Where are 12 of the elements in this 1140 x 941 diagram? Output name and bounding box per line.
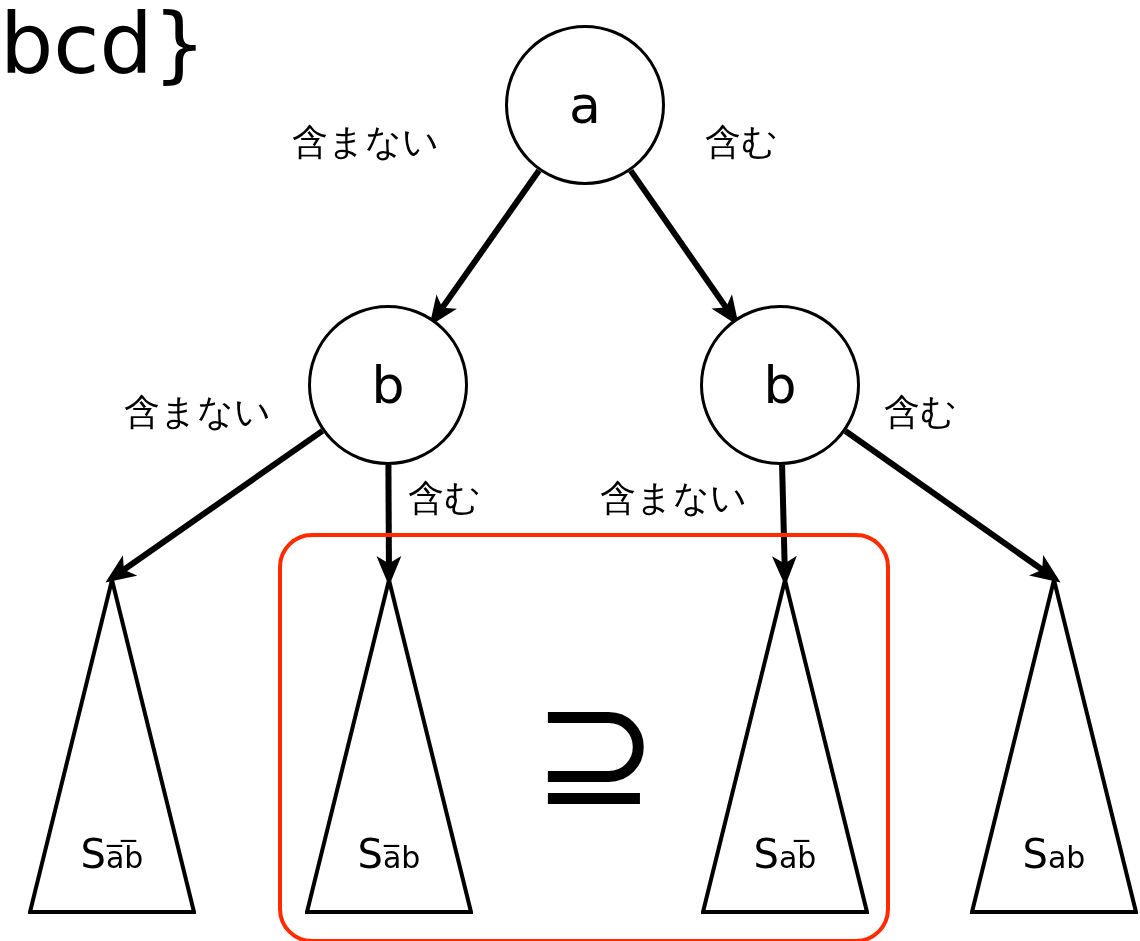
superset-symbol: ⊇ (532, 677, 658, 827)
tree-node-circle: b (308, 305, 468, 465)
arrow (105, 428, 325, 583)
tree-node-circle: a (505, 25, 665, 185)
arrow (843, 428, 1061, 583)
set-text: bcd} (0, 2, 207, 86)
subtree-triangle (701, 578, 869, 914)
subtree-triangle (970, 578, 1138, 914)
subtree-triangle (305, 578, 473, 914)
tree-node-circle: b (700, 305, 860, 465)
subtree-triangle (28, 578, 196, 914)
highlight-box (278, 533, 890, 941)
